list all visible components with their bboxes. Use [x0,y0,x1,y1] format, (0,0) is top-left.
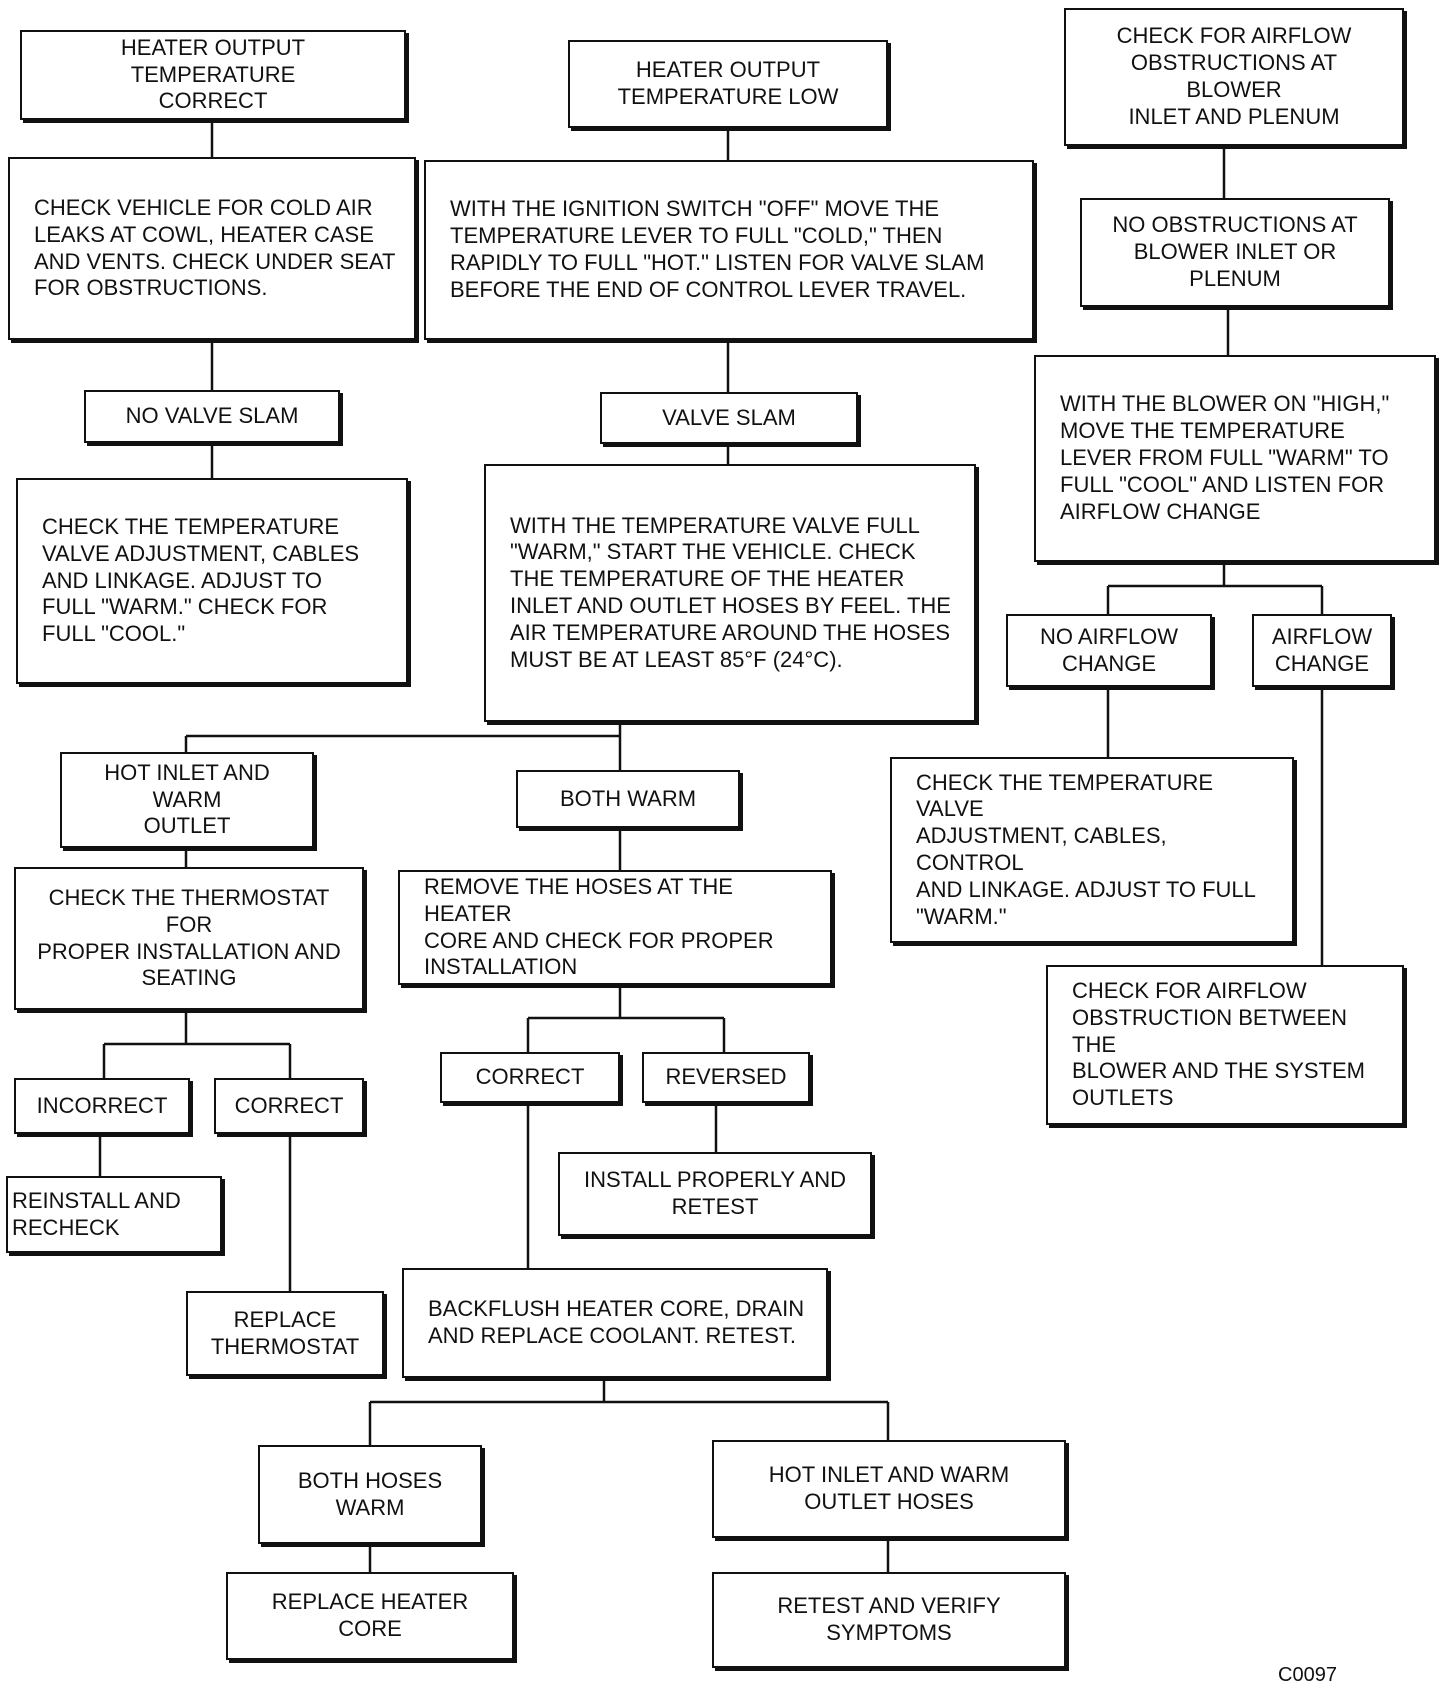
node-valve-full-warm-test: WITH THE TEMPERATURE VALVE FULL "WARM," … [484,464,976,722]
node-replace-thermostat: REPLACE THERMOSTAT [186,1291,384,1376]
node-replace-heater-core: REPLACE HEATER CORE [226,1572,514,1660]
node-hot-inlet-warm-outlet-hoses: HOT INLET AND WARM OUTLET HOSES [712,1440,1066,1538]
node-check-thermostat: CHECK THE THERMOSTAT FOR PROPER INSTALLA… [14,867,364,1010]
node-retest-verify: RETEST AND VERIFY SYMPTOMS [712,1572,1066,1668]
node-check-airflow-obstruction-outlets: CHECK FOR AIRFLOW OBSTRUCTION BETWEEN TH… [1046,965,1404,1125]
node-no-airflow-change: NO AIRFLOW CHANGE [1006,614,1212,687]
node-hot-inlet-warm-outlet: HOT INLET AND WARM OUTLET [60,752,314,848]
node-check-valve-adjustment: CHECK THE TEMPERATURE VALVE ADJUSTMENT, … [16,478,408,684]
node-check-valve-adjustment-control: CHECK THE TEMPERATURE VALVE ADJUSTMENT, … [890,757,1294,943]
node-no-obstructions: NO OBSTRUCTIONS AT BLOWER INLET OR PLENU… [1080,198,1390,307]
node-no-valve-slam: NO VALVE SLAM [84,390,340,443]
node-correct-hoses: CORRECT [440,1052,620,1103]
node-correct-thermostat: CORRECT [214,1078,364,1134]
node-ignition-off-test: WITH THE IGNITION SWITCH "OFF" MOVE THE … [424,160,1034,340]
node-blower-high-test: WITH THE BLOWER ON "HIGH," MOVE THE TEMP… [1034,355,1436,562]
figure-code: C0097 [1278,1664,1337,1686]
node-remove-hoses: REMOVE THE HOSES AT THE HEATER CORE AND … [398,870,832,985]
node-reversed: REVERSED [642,1052,810,1103]
node-both-hoses-warm: BOTH HOSES WARM [258,1445,482,1544]
node-check-airflow-obstructions: CHECK FOR AIRFLOW OBSTRUCTIONS AT BLOWER… [1064,8,1404,146]
node-backflush: BACKFLUSH HEATER CORE, DRAIN AND REPLACE… [402,1268,828,1378]
node-install-properly: INSTALL PROPERLY AND RETEST [558,1152,872,1236]
node-both-warm: BOTH WARM [516,770,740,828]
node-check-cold-air-leaks: CHECK VEHICLE FOR COLD AIR LEAKS AT COWL… [8,157,416,340]
node-airflow-change: AIRFLOW CHANGE [1252,614,1392,687]
node-valve-slam: VALVE SLAM [600,392,858,444]
node-heater-output-correct: HEATER OUTPUT TEMPERATURE CORRECT [20,30,406,120]
node-heater-output-low: HEATER OUTPUT TEMPERATURE LOW [568,40,888,128]
node-reinstall-recheck: REINSTALL AND RECHECK [6,1176,222,1253]
node-incorrect: INCORRECT [14,1078,190,1134]
